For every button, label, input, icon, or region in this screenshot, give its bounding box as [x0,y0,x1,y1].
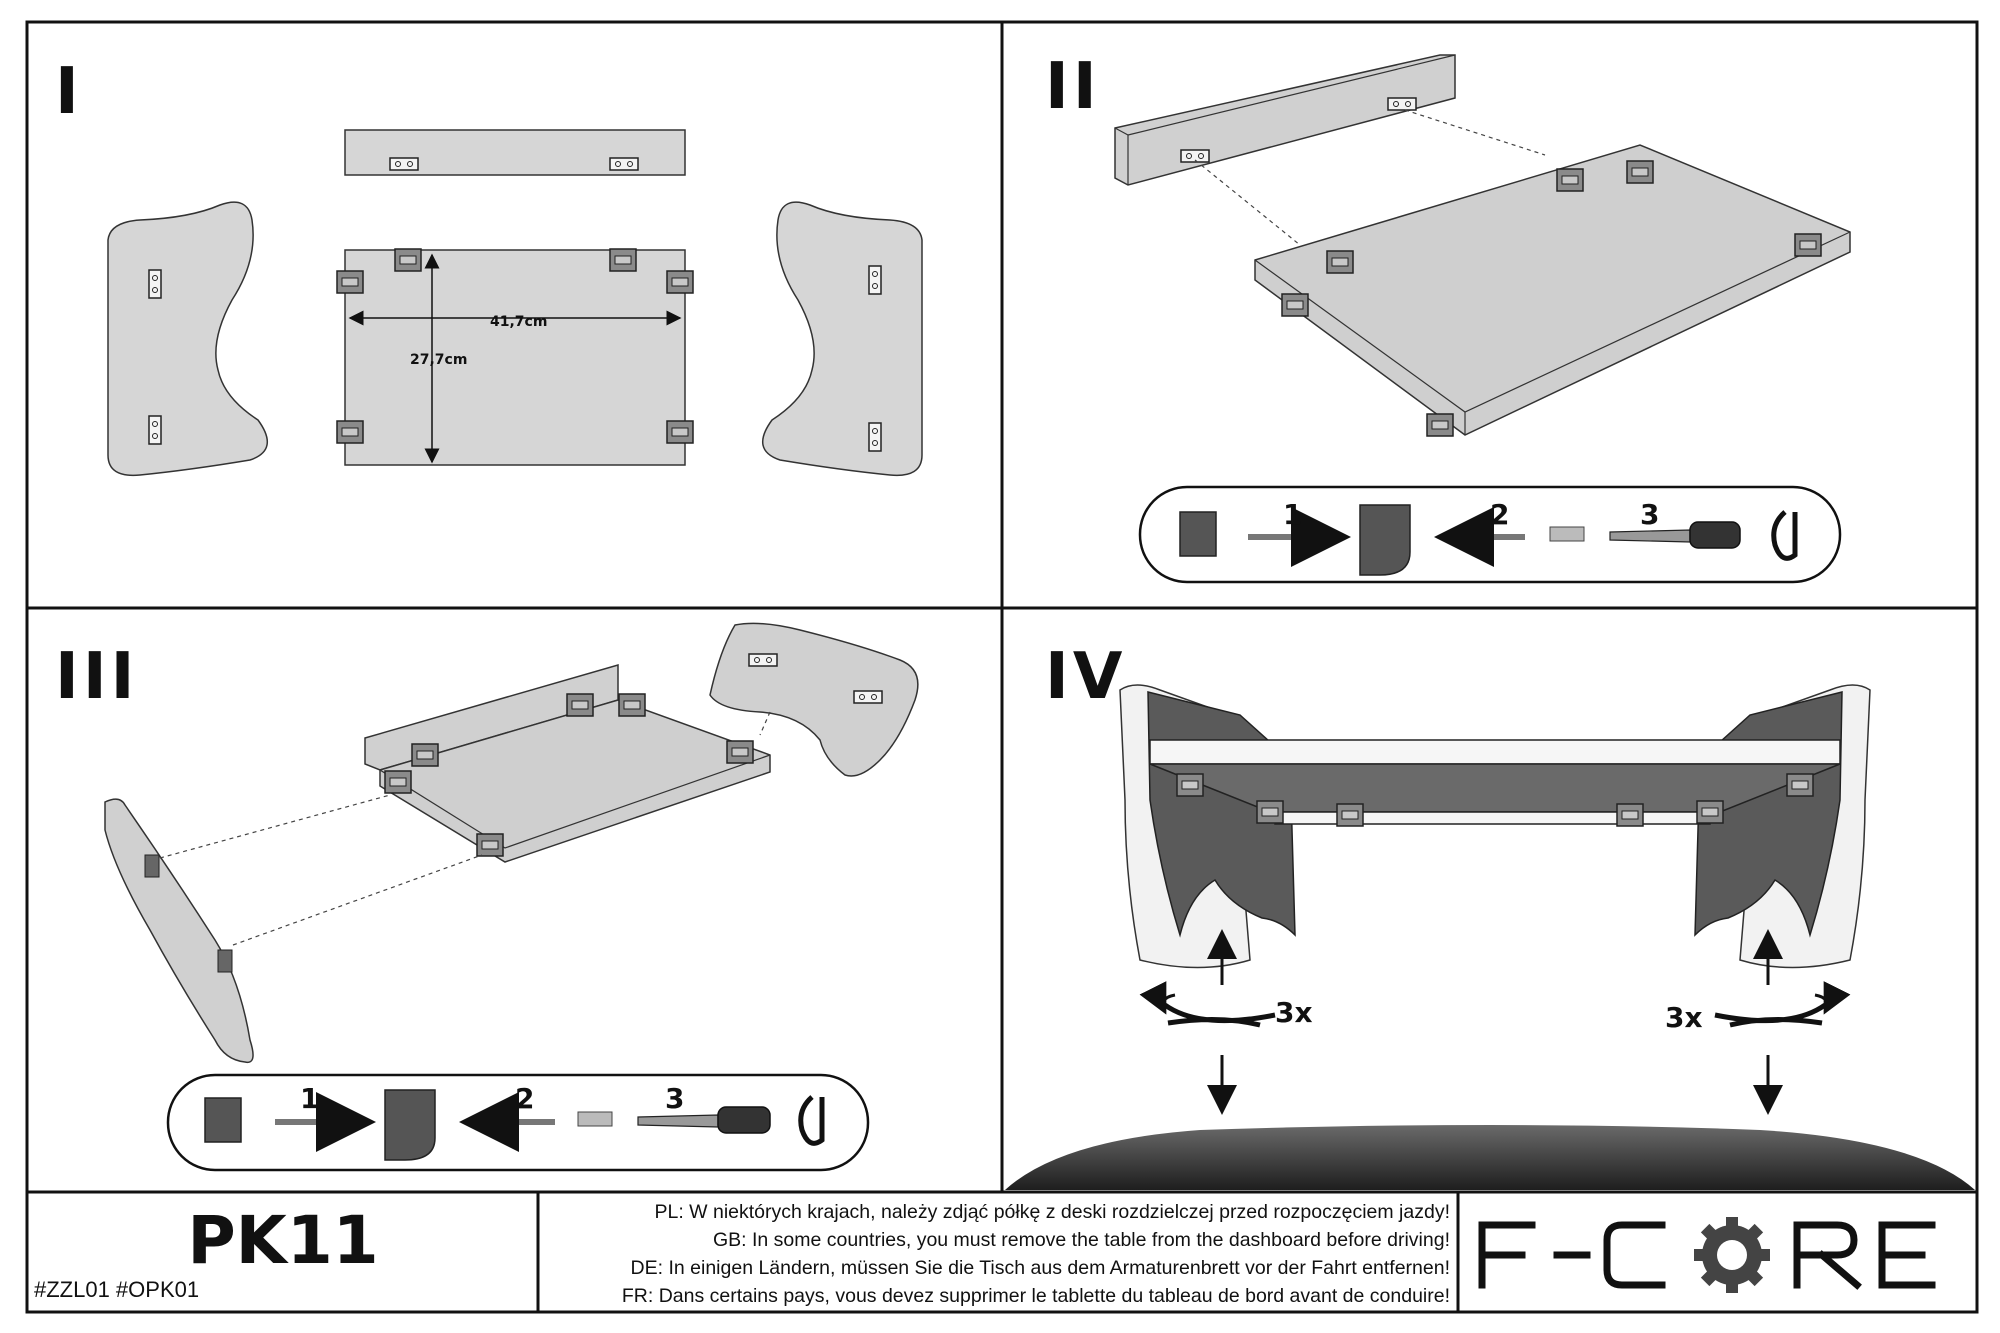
front-rail-3d [1114,54,1456,186]
sheet-frame [25,20,1979,1314]
safety-warnings: PL: W niektórych krajach, należy zdjąć p… [545,1198,1450,1310]
step-1-label-p3: 1 [300,1082,319,1115]
panel-numeral-2: II [1045,50,1101,124]
warning-fr: FR: Dans certains pays, vous devez suppr… [621,1285,1450,1307]
left-side-panel-3d [104,798,254,1064]
warning-gb: GB: In some countries, you must remove t… [712,1229,1450,1251]
tray-top-view [1149,739,1841,765]
panel-numeral-4: IV [1045,640,1127,714]
rotate-icon-right [1714,1002,1827,1028]
product-codes: #ZZL01 #OPK01 [34,1277,200,1302]
gear-icon [1694,1217,1770,1293]
right-side-panel-part [762,201,923,477]
step-2-label-p3: 2 [515,1082,534,1115]
panel-2-parts [1114,54,1851,584]
panel-numeral-3: III [55,640,139,714]
panel-1-parts [107,129,923,477]
panel-numeral-1: I [55,55,83,129]
step-3-label-p2: 3 [1640,498,1659,531]
dashboard-surface [1005,1125,1975,1190]
rotation-count-left: 3x [1275,996,1313,1029]
model-name: PK11 [187,1202,379,1279]
step-1-label-p2: 1 [1283,498,1302,531]
panel-3-parts [104,622,919,1172]
left-side-panel-part [107,201,268,477]
height-dimension-label: 27,7cm [410,352,467,368]
tray-3d-p3 [379,699,771,863]
panel-4-parts [1005,684,1975,1190]
rotate-icon-left [1163,1002,1276,1028]
rotation-count-right: 3x [1665,1001,1703,1034]
width-dimension-label: 41,7cm [490,314,547,330]
f-core-logo [1478,1217,1936,1293]
step-3-label-p3: 3 [665,1082,684,1115]
tray-3d [1254,144,1851,436]
warning-de: DE: In einigen Ländern, müssen Sie die T… [630,1257,1450,1279]
tray-board-part [344,249,686,466]
step-2-label-p2: 2 [1490,498,1509,531]
warning-pl: PL: W niektórych krajach, należy zdjąć p… [654,1201,1450,1223]
